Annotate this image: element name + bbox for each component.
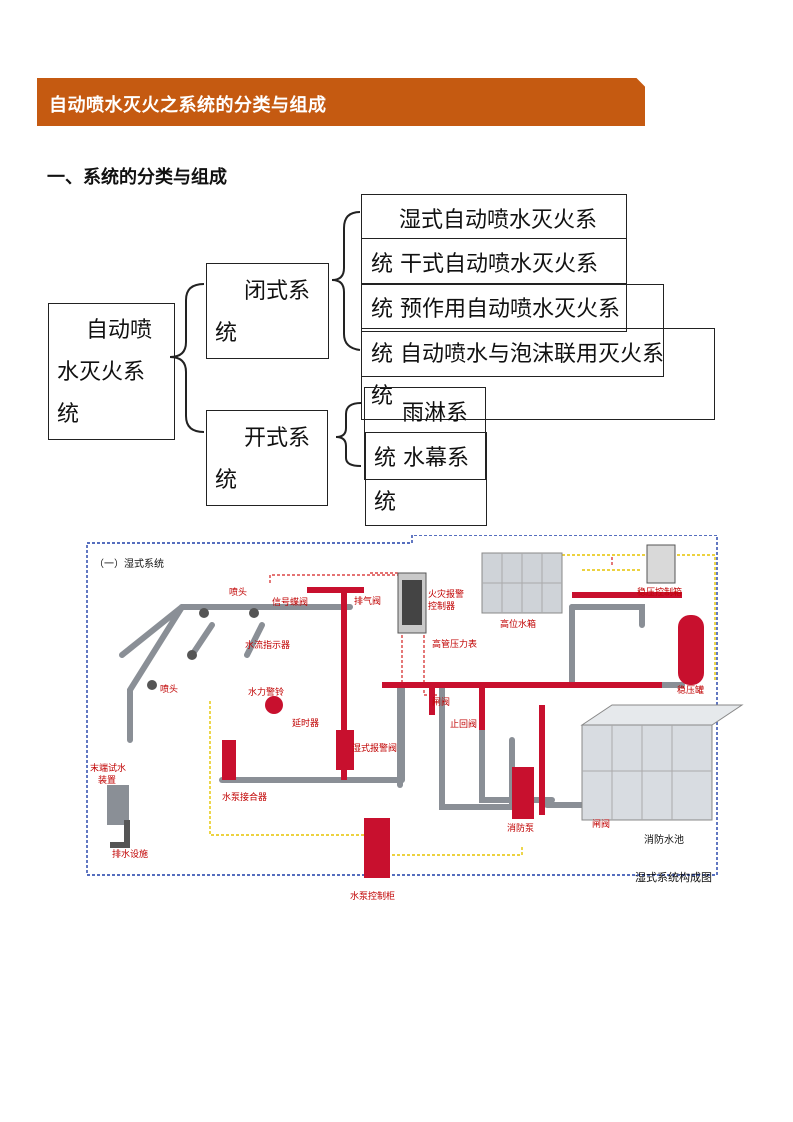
header-title: 自动喷水灭火之系统的分类与组成 (49, 95, 327, 116)
label-pressure-tank: 稳压罐 (677, 684, 704, 696)
label-drain: 排水设施 (112, 848, 148, 860)
root-box (48, 303, 175, 440)
pressure-control-box (646, 544, 676, 584)
label-exhaust-valve: 排气阀 (354, 595, 381, 607)
diagram-caption: 湿式系统构成图 (635, 870, 712, 884)
label-sprinkler-top: 喷头 (229, 587, 247, 598)
label-water-bell: 水力警铃 (248, 686, 284, 698)
root-line2: 水灭火系 (57, 360, 146, 385)
header-banner: 自动喷水灭火之系统的分类与组成 (37, 78, 645, 126)
label-wet-alarm-valve: 湿式报警阀 (352, 742, 397, 754)
label-flow-indicator: 水流指示器 (245, 639, 290, 651)
label-pump-control-cabinet: 水泵控制柜 (350, 890, 395, 902)
closed-line1: 闭式系 (244, 279, 311, 304)
label-end-test-1: 末端试水 (90, 762, 126, 774)
label-alarm-controller-1: 火灾报警 (428, 588, 464, 600)
frame-label: （一）湿式系统 (94, 557, 164, 570)
wet-system-diagram: （一）湿式系统 (86, 535, 744, 902)
open-item-box-1 (364, 387, 486, 480)
end-test-device (107, 785, 129, 825)
label-delay-device: 延时器 (292, 717, 319, 729)
label-pressure-control-box: 稳压控制箱 (637, 586, 682, 598)
closed-item-3: 统 预作用自动喷水灭火系 (371, 297, 620, 322)
closed-item-4: 统 自动喷水与泡沫联用灭火系 (371, 342, 664, 367)
tree-braces (169, 211, 362, 467)
label-signal-valve: 信号蝶阀 (272, 596, 308, 608)
label-sprinkler-mid: 喷头 (160, 684, 178, 695)
pump-control-cabinet (364, 818, 390, 878)
water-bell (265, 696, 283, 714)
label-high-tank: 高位水箱 (500, 618, 536, 630)
label-pump-adapter: 水泵接合器 (222, 791, 267, 803)
label-gate-valve-2: 闸阀 (592, 819, 610, 830)
section-title: 一、系统的分类与组成 (47, 167, 227, 188)
open-item-1: 雨淋系 (402, 401, 469, 426)
wet-alarm-valve (336, 730, 354, 770)
label-fire-pool: 消防水池 (644, 833, 684, 846)
open-item-box-2 (365, 432, 487, 526)
root-line3: 统 (57, 402, 80, 427)
closed-item-box-4 (361, 328, 715, 420)
label-pressure-gauge: 高管压力表 (432, 638, 477, 650)
pressure-tank (678, 615, 704, 685)
label-alarm-controller-2: 控制器 (428, 600, 455, 612)
closed-box (206, 263, 329, 359)
label-gate-valve: 闸阀 (432, 697, 450, 708)
label-check-valve: 止回阀 (450, 718, 477, 730)
fire-pool (580, 704, 744, 821)
open-item-2: 统 水幕系 (374, 446, 469, 471)
label-end-test-2: 装置 (98, 774, 116, 786)
fire-pump (512, 767, 534, 819)
closed-item-1: 湿式自动喷水灭火系 (399, 208, 598, 233)
open-box (206, 410, 328, 506)
open-item-3: 统 (374, 490, 397, 515)
closed-item-5: 统 (371, 384, 394, 409)
closed-item-2: 统 干式自动喷水灭火系 (371, 252, 598, 277)
open-line2: 统 (215, 468, 238, 493)
pump-adapter (222, 740, 236, 780)
closed-line2: 统 (215, 321, 238, 346)
root-line1: 自动喷 (86, 318, 153, 343)
frame (86, 535, 718, 876)
label-fire-pump: 消防泵 (507, 822, 534, 834)
open-line1: 开式系 (244, 426, 311, 451)
